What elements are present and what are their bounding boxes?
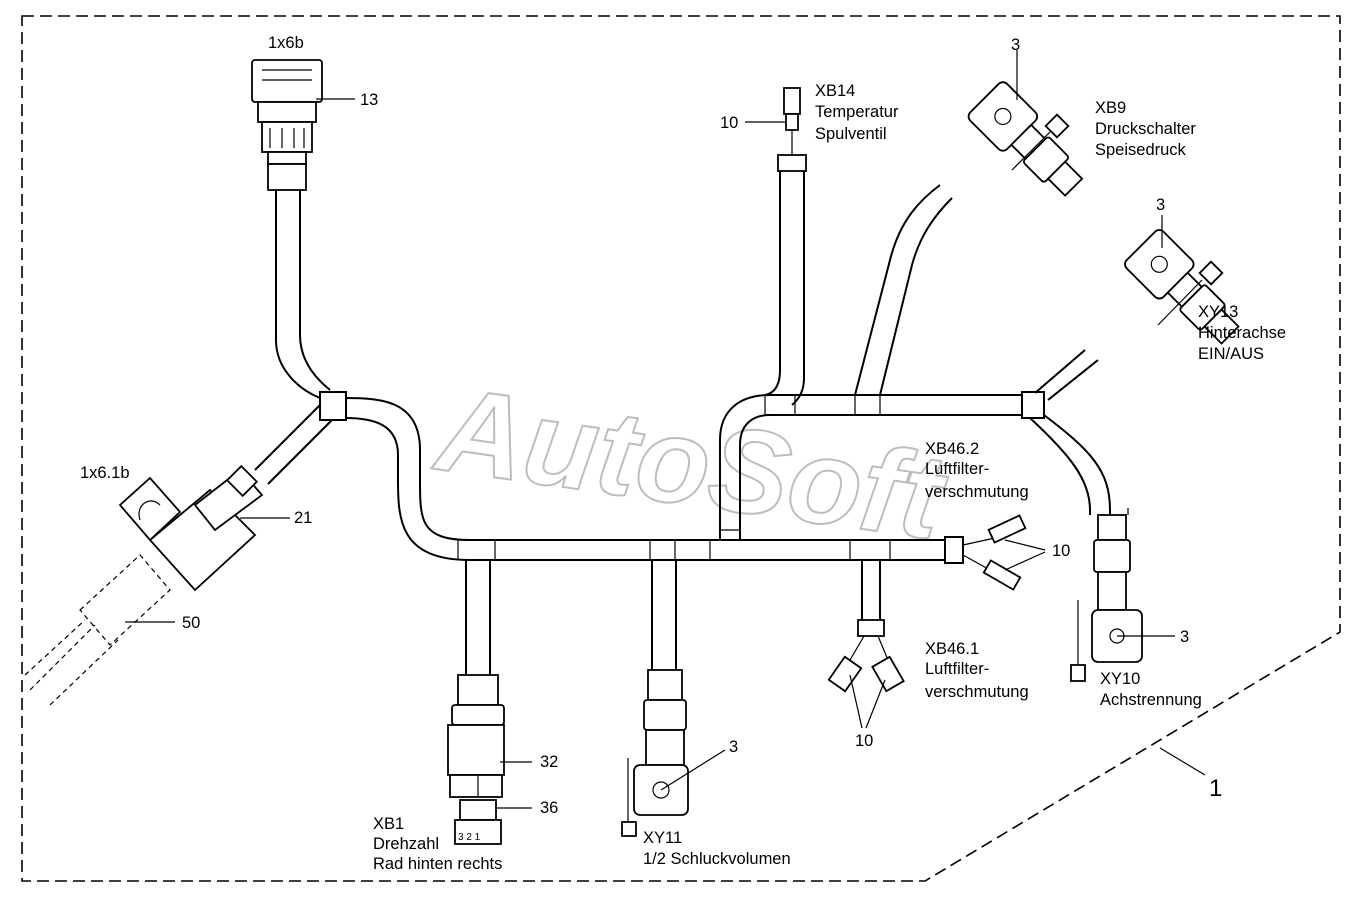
label-xb14-line2: Spulventil bbox=[815, 125, 887, 143]
callout-21: 21 bbox=[294, 509, 312, 527]
callout-50: 50 bbox=[182, 614, 200, 632]
harness-trunk bbox=[254, 170, 1111, 675]
callout-3-xy13: 3 bbox=[1156, 196, 1165, 214]
label-xb1-line1: Drehzahl bbox=[373, 835, 439, 853]
label-xy11-id: XY11 bbox=[643, 829, 682, 847]
label-1x6b: 1x6b bbox=[268, 34, 304, 52]
terminals-xb461 bbox=[827, 619, 905, 729]
callout-10-xb462: 10 bbox=[1052, 542, 1070, 560]
label-xb462-line2: verschmutung bbox=[925, 483, 1029, 501]
watermark-text: AutoSoft bbox=[427, 361, 955, 565]
leader-item-1 bbox=[1159, 747, 1206, 776]
label-xb462-id: XB46.2 bbox=[925, 440, 979, 458]
callout-10-xb461: 10 bbox=[855, 732, 873, 750]
pin-label: 3 2 1 bbox=[458, 832, 481, 843]
sensor-xb14 bbox=[745, 87, 807, 172]
label-1x6-1b: 1x6.1b bbox=[80, 464, 130, 482]
plug-50-dashed bbox=[24, 554, 175, 706]
label-xb462-line1: Luftfilter- bbox=[925, 460, 989, 478]
connector-xb1 bbox=[447, 674, 532, 845]
terminals-xb462 bbox=[962, 514, 1046, 591]
callout-3-xy11: 3 bbox=[729, 738, 738, 756]
label-xb9-id: XB9 bbox=[1095, 99, 1126, 117]
label-xb14-id: XB14 bbox=[815, 82, 855, 100]
label-xb14-line1: Temperatur bbox=[815, 103, 899, 121]
callout-36: 36 bbox=[540, 799, 558, 817]
label-xy10-line1: Achstrennung bbox=[1100, 691, 1202, 709]
label-xb1-id: XB1 bbox=[373, 815, 404, 833]
callout-3-xb9: 3 bbox=[1011, 36, 1020, 54]
label-xb9-line1: Druckschalter bbox=[1095, 120, 1196, 138]
valve-xb9 bbox=[967, 50, 1084, 197]
valve-xy13 bbox=[1124, 215, 1240, 345]
label-xy13-line2: EIN/AUS bbox=[1198, 345, 1264, 363]
valve-xy11 bbox=[621, 669, 726, 837]
label-xb461-line1: Luftfilter- bbox=[925, 660, 989, 678]
callout-10-xb14: 10 bbox=[720, 114, 738, 132]
connector-1x6b bbox=[251, 59, 355, 191]
label-xy13-id: XY13 bbox=[1198, 303, 1238, 321]
label-xb461-id: XB46.1 bbox=[925, 640, 979, 658]
valve-xy10 bbox=[1070, 514, 1175, 682]
callout-32: 32 bbox=[540, 753, 558, 771]
label-xy10-id: XY10 bbox=[1100, 670, 1140, 688]
kit-boundary bbox=[21, 15, 1341, 882]
callout-1: 1 bbox=[1209, 775, 1222, 802]
label-xb1-line2: Rad hinten rechts bbox=[373, 855, 502, 873]
label-xy13-line1: Hinterachse bbox=[1198, 324, 1286, 342]
label-xb461-line2: verschmutung bbox=[925, 683, 1029, 701]
connector-1x6-1b bbox=[118, 464, 290, 592]
callout-3-xy10: 3 bbox=[1180, 628, 1189, 646]
callout-13: 13 bbox=[360, 91, 378, 109]
label-xb9-line2: Speisedruck bbox=[1095, 141, 1187, 159]
label-xy11-line1: 1/2 Schluckvolumen bbox=[643, 850, 791, 868]
